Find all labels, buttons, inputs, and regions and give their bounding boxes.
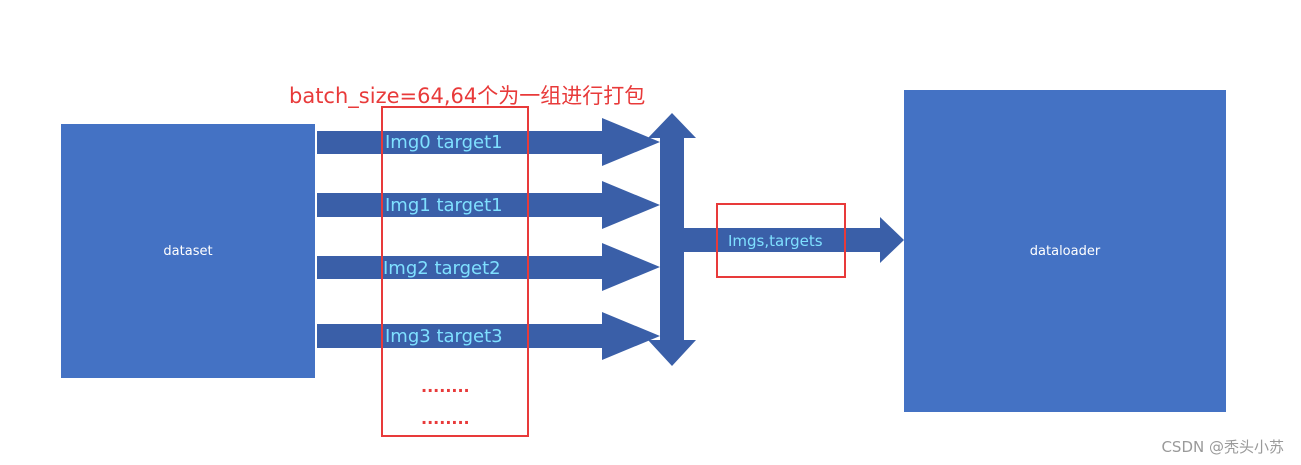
watermark: CSDN @秃头小苏 [1161,438,1284,456]
output-label: Imgs,targets [728,232,823,250]
sample-arrow-0 [317,118,660,166]
output-highlight-box [716,203,846,278]
sample-label-1: Img1 target1 [385,195,503,216]
output-arrow [684,217,904,263]
batch-size-annotation: batch_size=64,64个为一组进行打包 [289,84,645,109]
sample-label-2: Img2 target2 [383,258,501,279]
sample-arrow-2 [317,243,660,291]
dataset-label: dataset [163,244,212,259]
sample-label-0: Img0 target1 [385,132,503,153]
ellipsis-2: ........ [421,409,470,428]
batch-highlight-box [381,106,529,437]
sample-arrow-1 [317,181,660,229]
ellipsis-1: ........ [421,377,470,396]
sample-arrow-3 [317,312,660,360]
dataset-box [61,124,315,378]
dataloader-box [904,90,1226,412]
collector-arrow [648,113,696,366]
dataloader-label: dataloader [1030,244,1101,259]
sample-label-3: Img3 target3 [385,326,503,347]
